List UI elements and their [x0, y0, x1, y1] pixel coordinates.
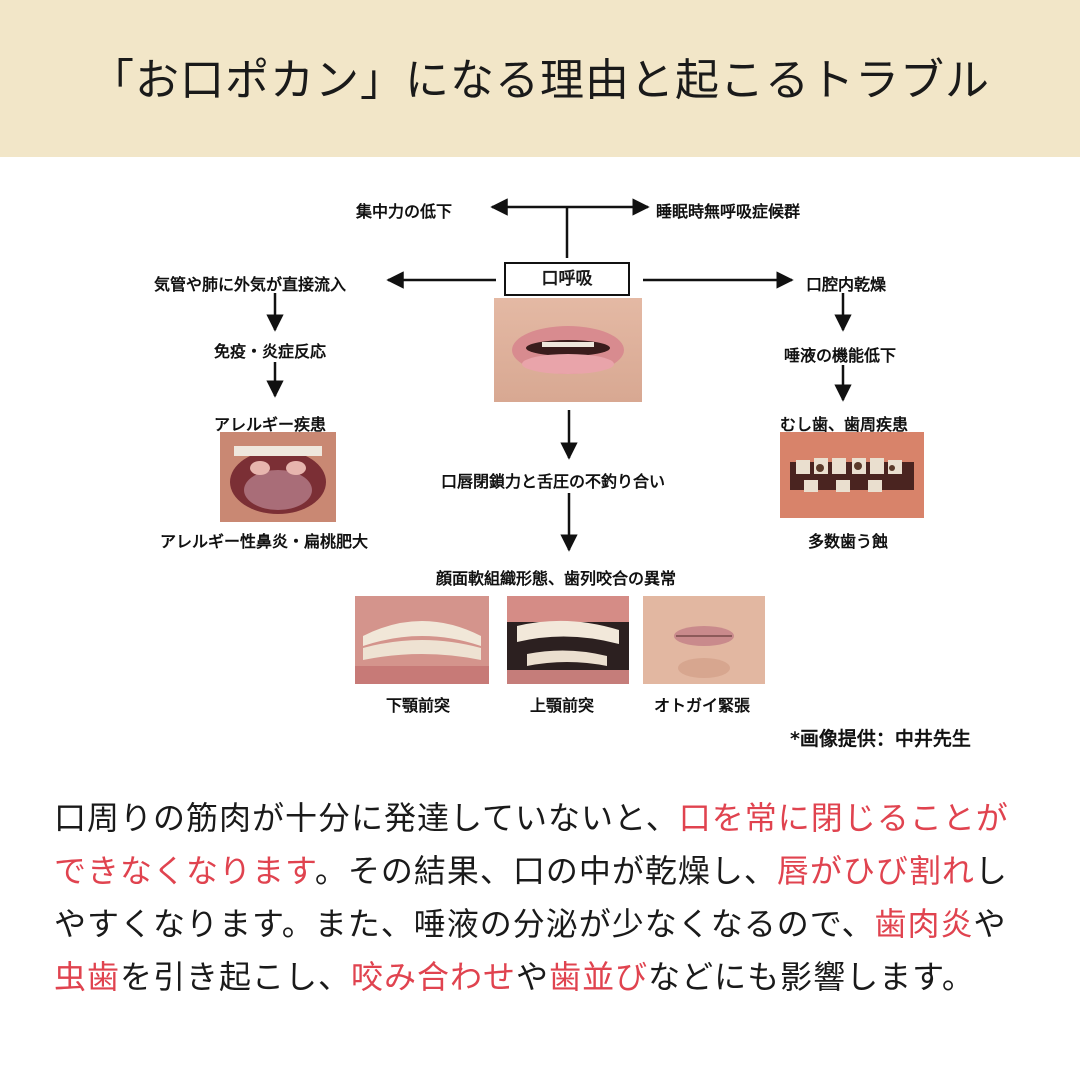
highlight-bite: 咬み合わせ: [351, 958, 517, 996]
explanation-paragraph: 口周りの筋肉が十分に発達していないと、口を常に閉じることができなくなります。その…: [54, 792, 1034, 1004]
label-sleep-apnea: 睡眠時無呼吸症候群: [656, 202, 801, 221]
highlight-cannot-close-mouth: 口を常に閉じることができなくなります: [54, 799, 1009, 890]
chin-tension-photo: [643, 596, 765, 684]
label-oral-dryness: 口腔内乾燥: [806, 275, 887, 294]
label-allergic-rhinitis: アレルギー性鼻炎・扁桃肥大: [160, 532, 369, 551]
label-immune-response: 免疫・炎症反応: [214, 342, 327, 361]
body-segment: や: [973, 905, 1007, 943]
label-allergic-disease: アレルギー疾患: [214, 415, 327, 434]
image-credit: *画像提供：中井先生: [790, 728, 971, 750]
highlight-cavities: 虫歯: [54, 958, 121, 996]
caption-mandibular-prognathism: 下顎前突: [386, 696, 451, 715]
mouth-breathing-photo: [494, 298, 642, 402]
title-banner: 「お口ポカン」になる理由と起こるトラブル: [0, 0, 1080, 157]
allergy-mouth-photo: [220, 432, 336, 522]
page-title: 「お口ポカン」になる理由と起こるトラブル: [90, 55, 990, 106]
diagram-arrows: [266, 198, 852, 552]
body-segment: や: [516, 958, 550, 996]
label-concentration-decline: 集中力の低下: [356, 202, 453, 221]
mouth-breathing-box: 口呼吸: [504, 262, 630, 296]
body-segment: しやすくなります。また、唾液の分泌が少なくなるので、: [54, 852, 1008, 943]
body-segment: を引き起こし、: [120, 958, 352, 996]
label-multiple-caries: 多数歯う蝕: [808, 532, 889, 551]
highlight-chapped-lips: 唇がひび割れ: [776, 852, 975, 890]
label-outside-air-inflow: 気管や肺に外気が直接流入: [154, 275, 347, 294]
caption-maxillary-protrusion: 上顎前突: [530, 696, 595, 715]
caption-chin-tension: オトガイ緊張: [654, 696, 751, 715]
label-facial-occlusion-abnormality: 顔面軟組織形態、歯列咬合の異常: [436, 569, 677, 588]
highlight-teeth-alignment: 歯並び: [549, 958, 649, 996]
body-segment: 。その結果、口の中が乾燥し、: [314, 852, 777, 890]
label-saliva-decline: 唾液の機能低下: [784, 346, 897, 365]
mandibular-prognathism-photo: [355, 596, 489, 684]
label-lip-tongue-imbalance: 口唇閉鎖力と舌圧の不釣り合い: [441, 472, 666, 491]
maxillary-protrusion-photo: [507, 596, 629, 684]
highlight-gingivitis: 歯肉炎: [874, 905, 974, 943]
caries-teeth-photo: [780, 432, 924, 518]
body-segment: などにも影響します。: [648, 958, 975, 996]
label-caries-periodontal: むし歯、歯周疾患: [780, 415, 909, 434]
body-segment: 口周りの筋肉が十分に発達していないと、: [54, 799, 679, 837]
